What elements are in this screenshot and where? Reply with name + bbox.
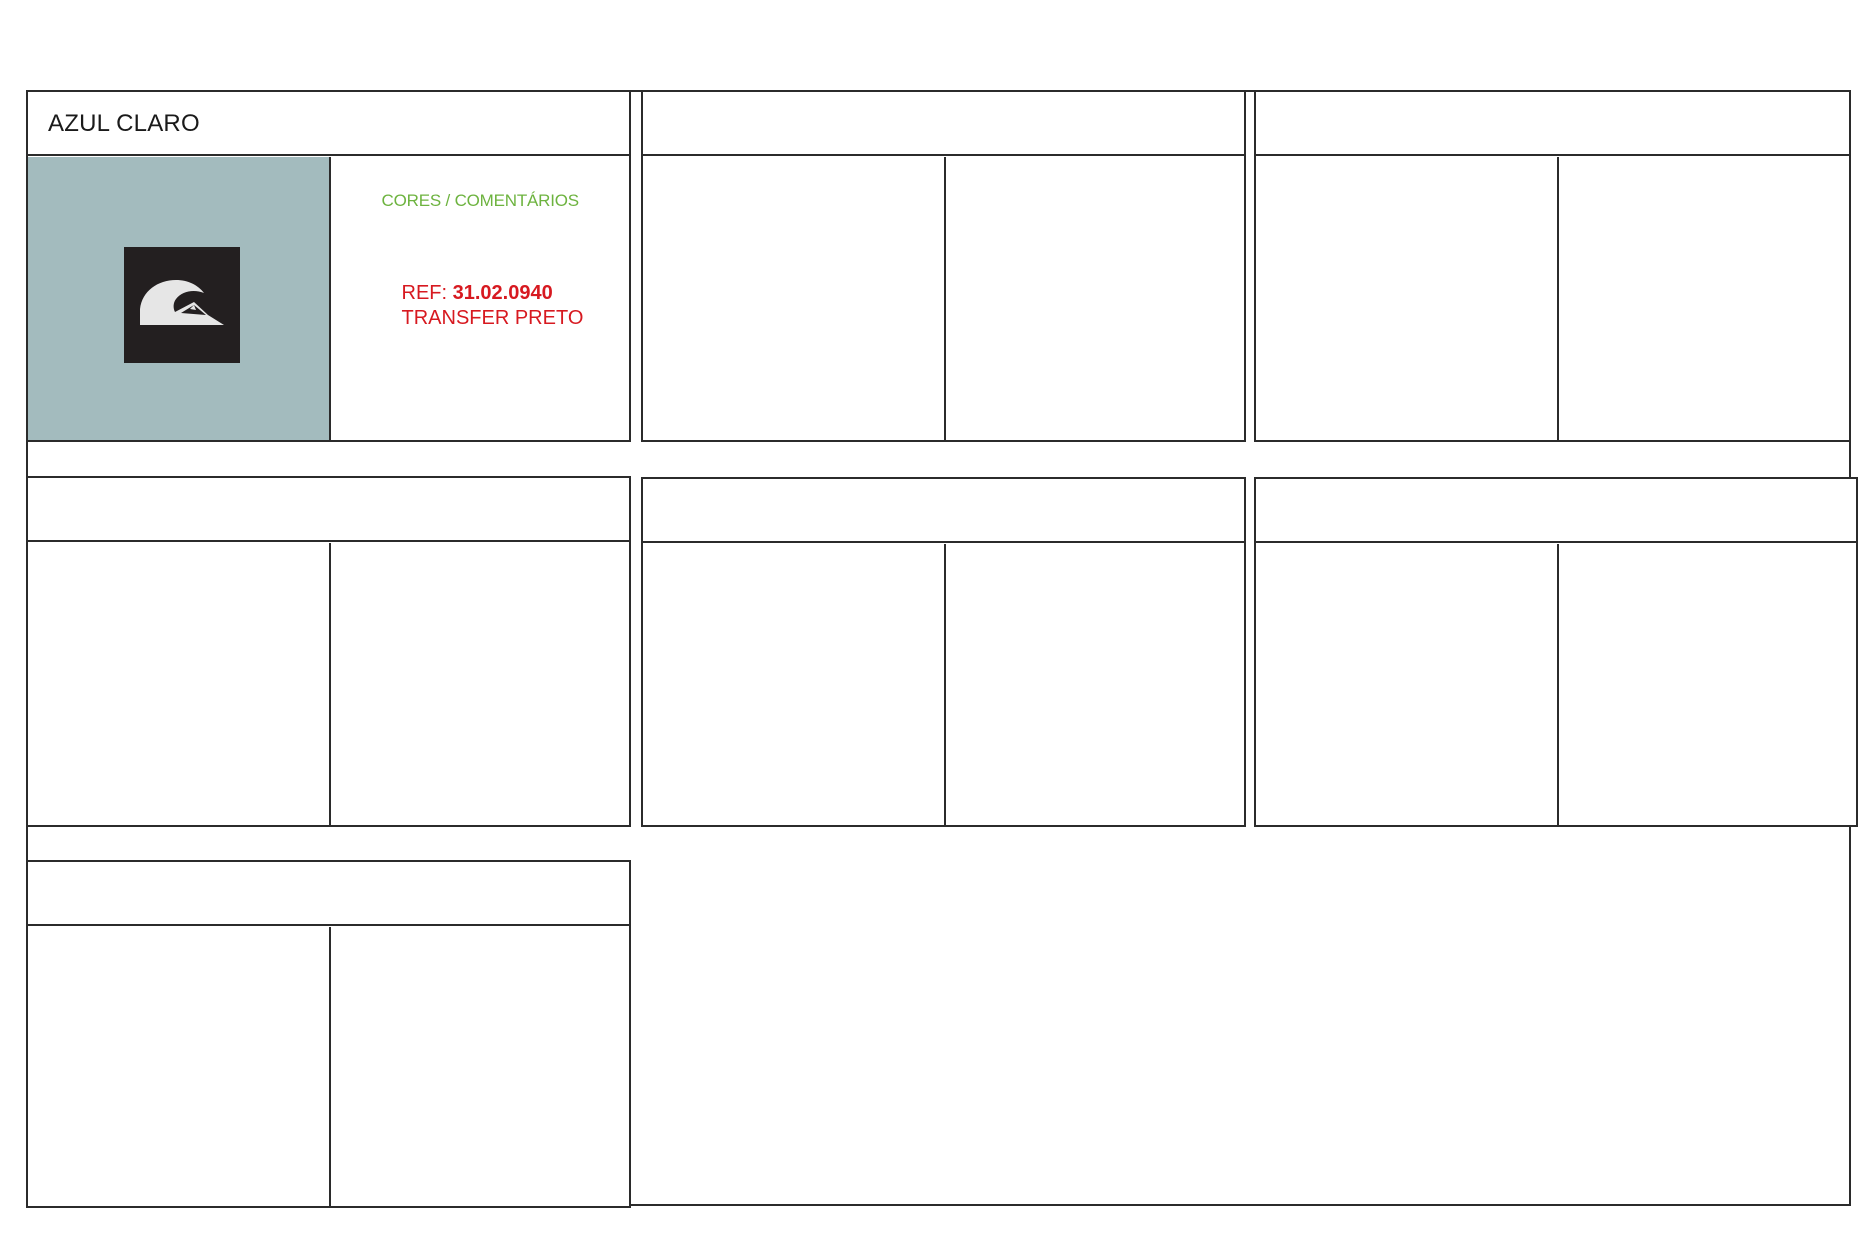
comments-cell (1560, 544, 1857, 826)
color-card-7 (26, 860, 631, 1208)
color-card-6 (1254, 477, 1858, 827)
comments-cell (332, 543, 630, 826)
card-body (1256, 156, 1850, 441)
color-swatch-cell (643, 156, 946, 440)
card-body (1256, 543, 1857, 826)
color-card-2 (641, 90, 1246, 442)
comments-cell (332, 927, 630, 1207)
color-swatch-cell (28, 542, 331, 825)
reference-line: REF: 31.02.0940 (402, 281, 584, 306)
card-body (643, 543, 1245, 826)
comments-cell (947, 157, 1245, 441)
card-header (28, 478, 629, 542)
color-swatch-cell (1256, 543, 1559, 825)
color-swatch-cell (28, 926, 331, 1206)
color-swatch (28, 156, 331, 440)
color-card-4 (26, 476, 631, 827)
reference-number: 31.02.0940 (452, 281, 553, 304)
card-header (643, 479, 1244, 543)
comments-cell (947, 544, 1245, 826)
color-swatch-cell (1256, 156, 1559, 440)
color-card-5 (641, 477, 1246, 827)
color-card-1: AZUL CLARO CORES / COMENTÁRIOS REF: 31.0… (26, 90, 631, 442)
reference-block: REF: 31.02.0940 TRANSFER PRETO (402, 281, 584, 331)
card-header (28, 862, 629, 926)
color-card-3 (1254, 90, 1851, 442)
print-description: TRANSFER PRETO (401, 306, 584, 329)
comments-cell: CORES / COMENTÁRIOS REF: 31.02.0940 TRAN… (332, 157, 630, 441)
card-body: CORES / COMENTÁRIOS REF: 31.02.0940 TRAN… (28, 156, 630, 441)
reference-label: REF: (401, 281, 453, 304)
color-name-title: AZUL CLARO (48, 110, 200, 137)
card-header (1256, 479, 1856, 543)
comments-heading: CORES / COMENTÁRIOS (381, 190, 580, 210)
card-header (643, 92, 1244, 156)
comments-cell (1560, 157, 1850, 441)
card-header (1256, 92, 1849, 156)
card-header: AZUL CLARO (28, 92, 629, 156)
card-body (28, 926, 630, 1207)
card-body (643, 156, 1245, 441)
quiksilver-wave-logo-icon (124, 246, 240, 363)
color-swatch-cell (643, 543, 946, 825)
card-body (28, 542, 630, 826)
